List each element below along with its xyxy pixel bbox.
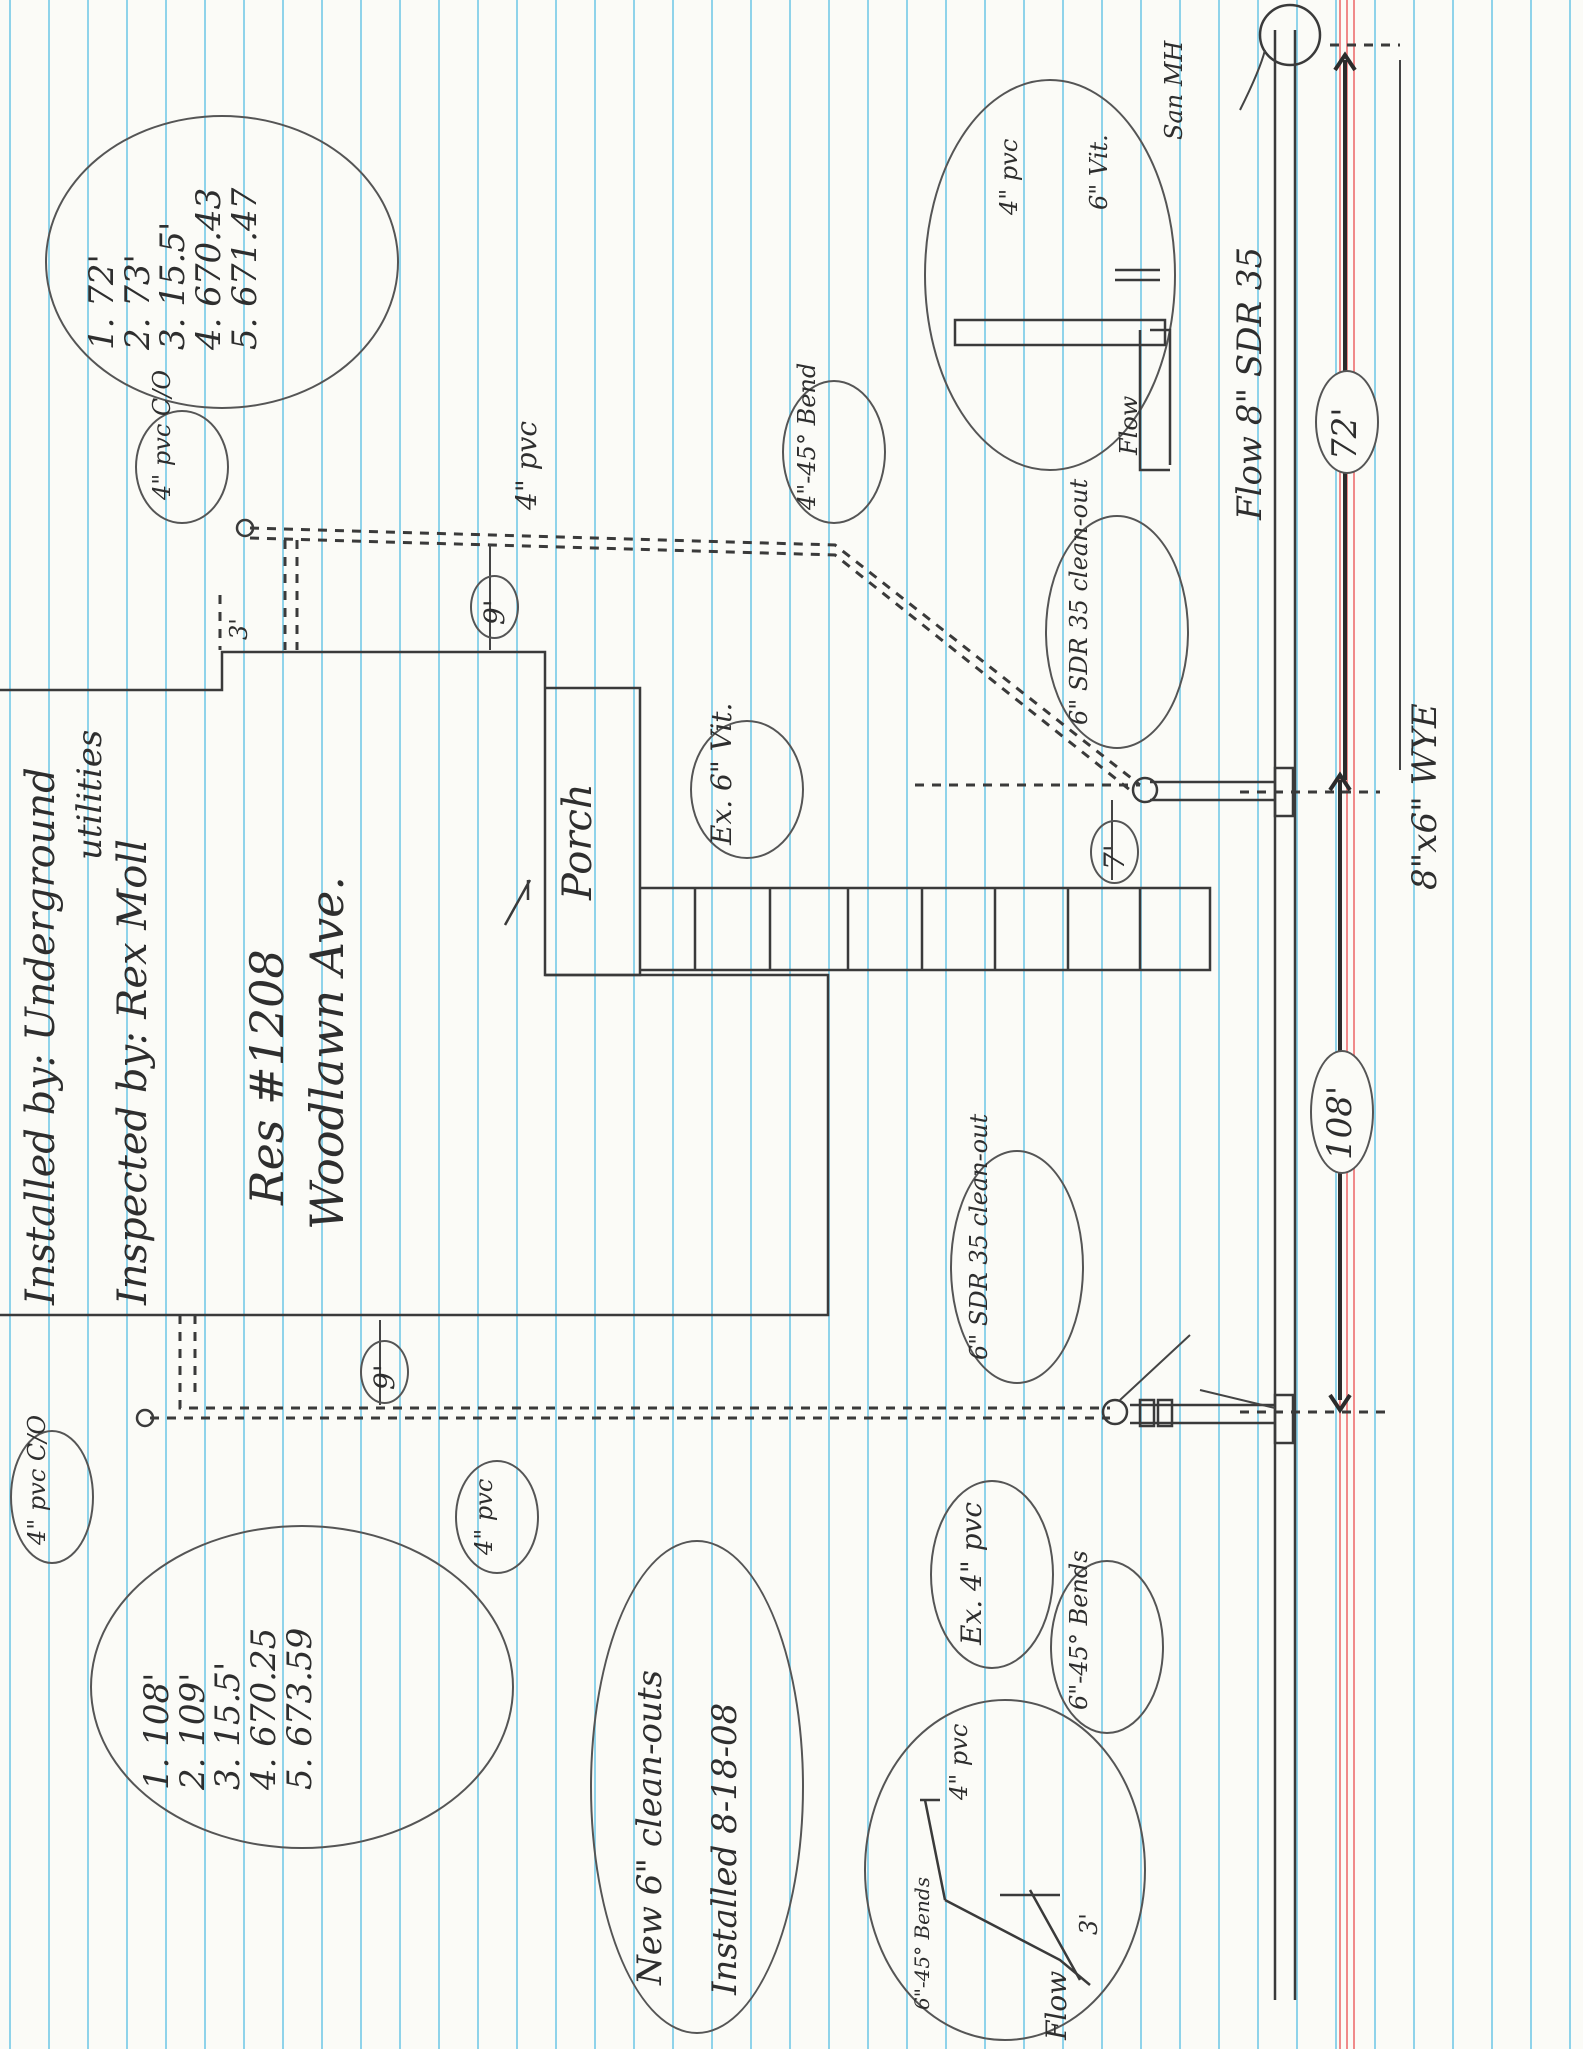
co-4-top-label: 4" pvc C/O bbox=[148, 369, 176, 500]
installed-by-label: Installed by: Underground bbox=[18, 767, 64, 1305]
mt-num-5: 5. bbox=[224, 317, 265, 350]
detail-bottom-bends-label: 6"-45° Bends bbox=[910, 1877, 934, 2010]
dim-9-top-label: 9' bbox=[478, 599, 511, 625]
co-4-bottom-bubble bbox=[10, 1430, 94, 1564]
co-4-bottom-label: 4" pvc C/O bbox=[23, 1414, 51, 1545]
new-cleanouts-bubble bbox=[590, 1540, 804, 2034]
cleanout-6-top-label: 6" SDR 35 clean-out bbox=[1065, 478, 1093, 725]
bends-6-45-label: 6"-45° Bends bbox=[1065, 1550, 1093, 1710]
pvc-4-bottom-bubble bbox=[455, 1460, 539, 1574]
mb-num-5: 5. bbox=[279, 1757, 320, 1790]
bend-4-45-label: 4"-45° Bend bbox=[793, 362, 821, 510]
lateral-top-stub bbox=[218, 540, 299, 650]
cleanout-top-symbol bbox=[1131, 776, 1159, 804]
mt-val-4: 670.43 bbox=[189, 187, 230, 307]
installed-date-label: Installed 8-18-08 bbox=[705, 1702, 745, 1995]
san-mh-label: San MH bbox=[1160, 40, 1188, 140]
bend-4-45-bubble bbox=[782, 380, 886, 524]
measurements-bottom-list: 1. 108' 2. 109' 3. 15.5' 4. 670.25 5. 67… bbox=[137, 1627, 320, 1790]
dim-72-bubble bbox=[1315, 370, 1379, 474]
mt-val-3: 15.5' bbox=[153, 221, 194, 307]
measurements-top-bubble bbox=[45, 115, 399, 409]
bends-6-45-bubble bbox=[1050, 1560, 1164, 1734]
dim-108-bubble bbox=[1310, 1050, 1374, 1174]
wye-label: 8"x6" WYE bbox=[1405, 703, 1445, 890]
mt-val-1: 72' bbox=[82, 254, 122, 307]
detail-bottom-pvc-label: 4" pvc bbox=[945, 1723, 973, 1800]
dim-72-label: 72' bbox=[1325, 407, 1365, 460]
detail-bottom-dim-label: 3' bbox=[1075, 1913, 1103, 1935]
mb-val-1: 108' bbox=[137, 1672, 177, 1747]
dim-9-top-bubble bbox=[470, 575, 519, 639]
detail-top-vit-label: 6" Vit. bbox=[1085, 134, 1113, 210]
ex6-vit-label: Ex. 6" Vit. bbox=[705, 702, 738, 845]
co-4-top-bubble bbox=[135, 410, 229, 524]
mt-num-2: 2. bbox=[117, 317, 158, 350]
installed-by-continued: utilities bbox=[70, 729, 110, 860]
service-6-bottom bbox=[1130, 1403, 1275, 1425]
door-mark bbox=[503, 879, 532, 926]
pvc-4-bottom-label: 4" pvc bbox=[470, 1478, 498, 1555]
mb-val-5: 673.59 bbox=[279, 1627, 320, 1747]
detail-top-pipes bbox=[953, 268, 1172, 472]
detail-top-flow-label: Flow bbox=[1115, 395, 1143, 455]
cleanout-bottom-symbol bbox=[1101, 1398, 1129, 1426]
mt-val-2: 73' bbox=[117, 254, 158, 307]
cleanout-6-bottom-bubble bbox=[950, 1150, 1084, 1384]
porch-label: Porch bbox=[555, 783, 601, 900]
dim-9-bottom-bubble bbox=[360, 1340, 409, 1404]
porch-steps bbox=[640, 886, 1212, 972]
mt-num-4: 4. bbox=[189, 317, 230, 350]
lateral-4-top bbox=[249, 526, 1141, 787]
house-outline bbox=[0, 650, 830, 1317]
ex4-pvc-bubble bbox=[930, 1480, 1054, 1669]
detail-bottom-pipes bbox=[920, 1798, 1091, 1986]
measurements-bottom-bubble bbox=[90, 1525, 514, 1849]
dim-7-label: 7' bbox=[1098, 844, 1131, 870]
address-line2: Woodlawn Ave. bbox=[300, 876, 354, 1230]
ex6-vit-bubble bbox=[690, 720, 804, 859]
wye-bottom bbox=[1273, 1393, 1295, 1445]
inspected-by-label: Inspected by: Rex Moll bbox=[110, 839, 156, 1305]
pvc-4-top-label: 4" pvc bbox=[510, 420, 543, 510]
mb-val-4: 670.25 bbox=[244, 1627, 285, 1747]
detail-top-pvc-label: 4" pvc bbox=[995, 138, 1023, 215]
service-6-top bbox=[1150, 780, 1275, 802]
mb-num-1: 1. bbox=[137, 1757, 177, 1790]
manhole bbox=[1258, 3, 1322, 67]
dim-3-label: 3' bbox=[225, 618, 253, 640]
dim-9-bottom-label: 9' bbox=[368, 1364, 401, 1390]
main-line-label: Flow 8" SDR 35 bbox=[1230, 246, 1270, 520]
cleanout-6-top-bubble bbox=[1045, 515, 1189, 749]
mt-num-1: 1. bbox=[82, 317, 122, 350]
mb-num-2: 2. bbox=[172, 1757, 213, 1790]
mb-num-3: 3. bbox=[208, 1757, 249, 1790]
measurements-top-list: 1. 72' 2. 73' 3. 15.5' 4. 670.43 5. 671.… bbox=[82, 187, 265, 350]
detail-top-bubble bbox=[924, 79, 1176, 471]
dim-108-label: 108' bbox=[1320, 1085, 1360, 1160]
cleanout-6-bottom-label: 6" SDR 35 clean-out bbox=[965, 1113, 993, 1360]
dim-7-bubble bbox=[1090, 820, 1139, 884]
address-line1: Res #1208 bbox=[240, 949, 294, 1205]
mt-num-3: 3. bbox=[153, 317, 194, 350]
detail-bottom-flow-label: Flow bbox=[1040, 1970, 1073, 2040]
ex4-pvc-label: Ex. 4" pvc bbox=[955, 1501, 988, 1645]
porch-outline bbox=[545, 686, 642, 977]
mb-num-4: 4. bbox=[244, 1757, 285, 1790]
detail-bottom-bubble bbox=[864, 1699, 1146, 2041]
mt-val-5: 671.47 bbox=[224, 187, 265, 307]
mb-val-2: 109' bbox=[172, 1672, 213, 1747]
new-cleanouts-label: New 6" clean-outs bbox=[630, 1669, 670, 1985]
mb-val-3: 15.5' bbox=[208, 1661, 249, 1747]
